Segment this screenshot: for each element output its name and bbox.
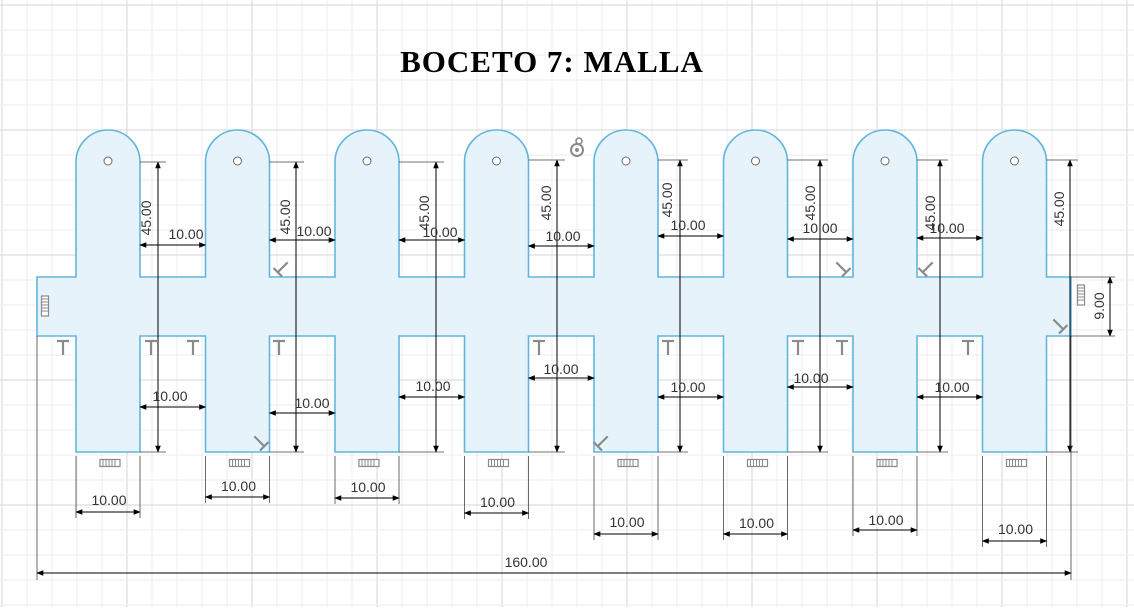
hole-markers — [103, 156, 1019, 166]
bottom-gap-dimension-label: 10.00 — [415, 378, 450, 394]
horizontal-constraint-icon — [228, 458, 251, 468]
fin-height-dimension-label: 45.00 — [802, 185, 818, 220]
top-gap-dimension-label: 10.00 — [802, 220, 837, 236]
hole-icon — [103, 156, 113, 166]
bar-height-dimension-label: 9.00 — [1091, 292, 1107, 319]
finger-width-dimension-label: 10.00 — [609, 514, 644, 530]
hole-icon — [751, 156, 760, 166]
horizontal-constraint-icon — [487, 458, 510, 468]
perpendicular-constraint-icon — [57, 339, 69, 355]
horizontal-constraint-icon — [617, 458, 639, 468]
icon-part — [276, 261, 289, 274]
icon-part — [921, 261, 934, 274]
perpendicular-constraint-icon — [792, 339, 804, 355]
dimensions: 45.00 45.00 45.00 45.00 45.00 45.00 45.00 45.00… — [36, 159, 1115, 580]
horizontal-constraint-icon — [358, 458, 380, 468]
top-gap-dimension-label: 10.00 — [168, 226, 203, 242]
finger-width-dimension-label: 10.00 — [350, 479, 385, 495]
icon-part — [259, 441, 270, 452]
bottom-gap-dimension-label: 10.00 — [152, 388, 187, 404]
fin-height-dimension-label: 45.00 — [659, 182, 675, 217]
horizontal-constraint-icon — [40, 295, 50, 317]
constraint-icons — [40, 137, 1086, 468]
hole-icon — [880, 156, 890, 166]
icon-part — [1052, 318, 1065, 331]
finger-width-dimension-label: 10.00 — [998, 521, 1033, 537]
icon-part — [253, 435, 266, 448]
fin-height-dimension-label: 45.00 — [138, 200, 154, 235]
fin-height-dimension-label: 45.00 — [922, 195, 938, 230]
icon-part — [99, 458, 121, 468]
hole-icon — [492, 156, 501, 166]
horizontal-constraint-icon — [876, 458, 898, 468]
perpendicular-constraint-icon — [917, 261, 934, 278]
hole-icon — [621, 156, 631, 166]
top-gap-dimension-label: 10.00 — [422, 224, 457, 240]
icon-part — [617, 458, 639, 468]
perpendicular-constraint-icon — [835, 261, 852, 278]
top-gap-dimension-label: 10.00 — [296, 223, 331, 239]
top-gap-dimension-label: 10.00 — [545, 228, 580, 244]
top-gap-dimension-label: 10.00 — [929, 220, 964, 236]
mesh-profile[interactable] — [36, 129, 1072, 453]
fin-height-dimension-label: 45.00 — [277, 199, 293, 234]
icon-part — [575, 148, 579, 152]
finger-width-dimension-label: 10.00 — [91, 492, 126, 508]
perpendicular-constraint-icon — [253, 435, 270, 452]
fin-height-dimension-label: 45.00 — [538, 185, 554, 220]
icon-part — [272, 267, 283, 278]
icon-part — [835, 261, 848, 274]
perpendicular-constraint-icon — [187, 339, 199, 355]
horizontal-constraint-icon — [1005, 458, 1028, 468]
fin-height-dimension-label: 45.00 — [1051, 191, 1067, 226]
hole-icon — [362, 156, 372, 166]
perpendicular-constraint-icon — [592, 435, 609, 452]
icon-part — [596, 435, 609, 448]
finger-width-dimension-label: 10.00 — [868, 512, 903, 528]
icon-part — [1005, 458, 1028, 468]
finger-width-dimension-label: 10.00 — [739, 515, 774, 531]
finger-width-dimension-label: 10.00 — [221, 478, 256, 494]
top-gap-dimension-label: 10.00 — [670, 217, 705, 233]
bottom-gap-dimension-label: 10.00 — [294, 395, 329, 411]
icon-part — [575, 137, 583, 145]
bottom-gap-dimension-label: 10.00 — [670, 379, 705, 395]
horizontal-constraint-icon — [99, 458, 121, 468]
perpendicular-constraint-icon — [533, 339, 545, 355]
perpendicular-constraint-icon — [273, 339, 285, 355]
mesh-outline — [36, 129, 1072, 453]
page-title: BOCETO 7: MALLA — [400, 44, 704, 79]
icon-part — [746, 458, 769, 468]
perpendicular-constraint-icon — [662, 339, 674, 355]
total-width-dimension-label: 160.00 — [505, 554, 548, 570]
perpendicular-constraint-icon — [836, 339, 848, 355]
hole-icon — [1010, 156, 1019, 166]
hole-icon — [233, 156, 242, 166]
horizontal-constraint-icon — [746, 458, 769, 468]
icon-part — [487, 458, 510, 468]
bottom-gap-dimension-label: 10.00 — [934, 379, 969, 395]
perpendicular-constraint-icon — [1052, 318, 1069, 335]
fin-height-dimension-label: 45.00 — [416, 195, 432, 230]
icon-part — [876, 458, 898, 468]
icon-part — [358, 458, 380, 468]
perpendicular-constraint-icon — [962, 339, 974, 355]
icon-part — [228, 458, 251, 468]
bottom-gap-dimension-label: 10.00 — [793, 370, 828, 386]
icon-part — [1058, 324, 1069, 335]
finger-width-dimension-label: 10.00 — [480, 494, 515, 510]
perpendicular-constraint-icon — [145, 339, 157, 355]
bottom-gap-dimension-label: 10.00 — [543, 361, 578, 377]
coincident-constraint-icon — [570, 137, 584, 157]
horizontal-constraint-icon — [1076, 284, 1086, 306]
perpendicular-constraint-icon — [272, 261, 289, 278]
